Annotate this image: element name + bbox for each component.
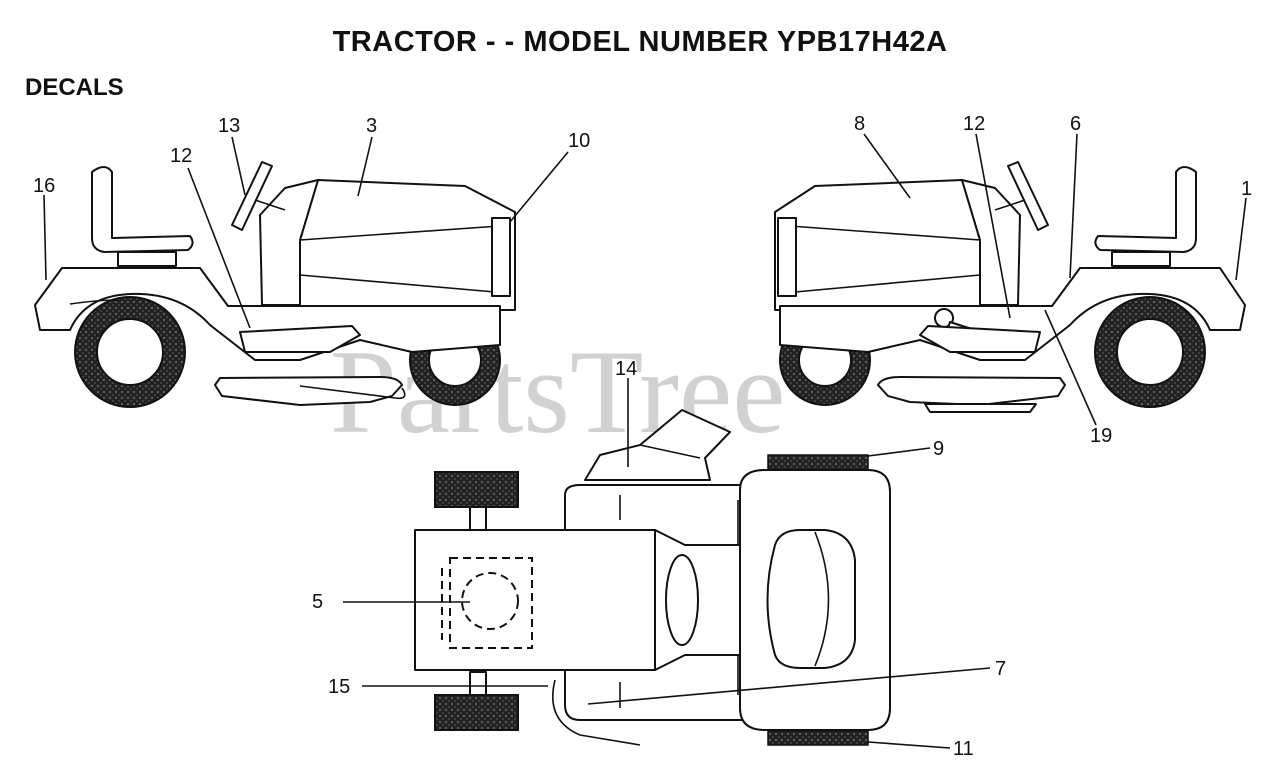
callout-8: 8: [854, 113, 865, 135]
callout-15: 15: [328, 676, 350, 698]
seat-right: [1094, 166, 1197, 253]
body-right: [779, 267, 1246, 361]
tractor-top-view: [414, 409, 891, 746]
callout-19: 19: [1090, 425, 1112, 447]
mower-deck-right: [877, 376, 1066, 406]
rear-tire-bottom: [434, 694, 519, 731]
callout-9: 9: [933, 438, 944, 460]
callout-10: 10: [568, 130, 590, 152]
page-title: TRACTOR - - MODEL NUMBER YPB17H42A: [332, 26, 948, 58]
body-left: [34, 267, 501, 361]
rear-tire-top: [434, 471, 519, 508]
rear-fender-top: [414, 529, 656, 671]
steering-wheel-left: [231, 161, 273, 231]
callout-1: 1: [1241, 178, 1252, 200]
discharge-chute: [584, 409, 731, 481]
seat-left: [91, 166, 194, 253]
headlight-left: [491, 217, 511, 297]
callout-numbers: 16 13 12 3 10 8 12 6 1 19 14 9 5 15 7 11: [33, 113, 1252, 760]
callout-13: 13: [218, 115, 240, 137]
callout-7: 7: [995, 658, 1006, 680]
leader-lines: [43, 133, 1247, 749]
callout-14: 14: [615, 358, 637, 380]
callout-16: 16: [33, 175, 55, 197]
callout-3: 3: [366, 115, 377, 137]
mower-deck-left: [214, 376, 403, 406]
callout-5: 5: [312, 591, 323, 613]
callout-11: 11: [953, 738, 974, 760]
section-heading: DECALS: [25, 74, 124, 101]
footrest-right: [919, 325, 1041, 353]
steering-top: [665, 554, 699, 646]
tractor-left-side-view: [34, 161, 516, 408]
tractor-right-side-view: [774, 161, 1246, 413]
front-tire-bottom: [767, 730, 869, 746]
callout-12-right: 12: [963, 113, 985, 135]
footrest-left: [239, 325, 361, 353]
front-tire-top: [767, 454, 869, 471]
decal-outline: [449, 557, 533, 649]
callout-12-left: 12: [170, 145, 192, 167]
grille-top: [766, 529, 856, 669]
callout-6: 6: [1070, 113, 1081, 135]
steering-wheel-right: [1007, 161, 1049, 231]
headlight-right: [777, 217, 797, 297]
